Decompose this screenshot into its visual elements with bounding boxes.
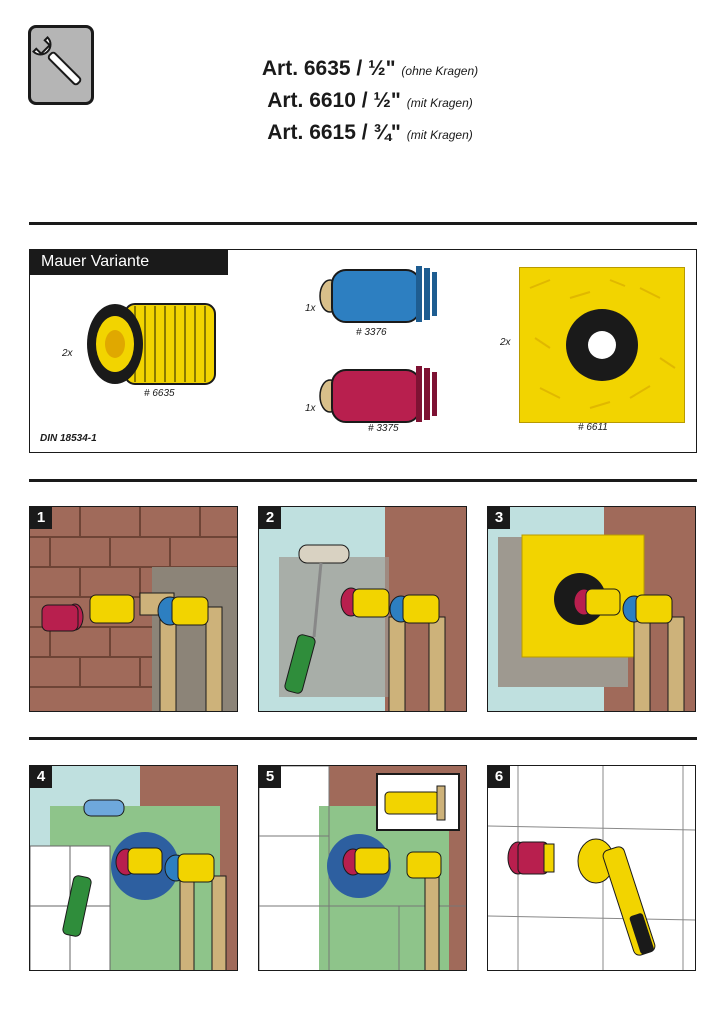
step-2-panel: 2 <box>258 506 467 712</box>
red-cap-illustration <box>316 362 446 431</box>
blue-cap-illustration <box>316 262 446 331</box>
step-number: 3 <box>488 507 510 529</box>
article-line: Art. 6635 / ½" (ohne Kragen) <box>261 57 479 80</box>
part-code: # 3376 <box>356 327 387 338</box>
divider <box>29 222 697 225</box>
step-3-panel: 3 <box>487 506 696 712</box>
article-line: Art. 6615 / ¾" (mit Kragen) <box>267 121 473 144</box>
step-number: 1 <box>30 507 52 529</box>
article-titles: Art. 6635 / ½" (ohne Kragen) Art. 6610 /… <box>160 54 580 150</box>
wrench-icon <box>28 25 94 105</box>
step-number: 2 <box>259 507 281 529</box>
part-code: # 6611 <box>578 422 608 433</box>
parts-panel <box>29 249 697 453</box>
part-code: # 3375 <box>368 423 399 434</box>
step-number: 6 <box>488 766 510 788</box>
step-1-panel: 1 <box>29 506 238 712</box>
sealing-collar-illustration <box>519 267 685 423</box>
step-5-panel: 5 <box>258 765 467 971</box>
article-line: Art. 6610 / ½" (mit Kragen) <box>267 89 473 112</box>
step-4-panel: 4 <box>29 765 238 971</box>
qty-label: 2x <box>62 348 73 359</box>
norm-label: DIN 18534-1 <box>40 433 97 444</box>
step-number: 5 <box>259 766 281 788</box>
qty-label: 1x <box>305 303 316 314</box>
step-6-panel: 6 <box>487 765 696 971</box>
part-code: # 6635 <box>144 388 175 399</box>
sleeve-illustration <box>85 296 225 401</box>
step-number: 4 <box>30 766 52 788</box>
parts-title: Mauer Variante <box>29 249 228 275</box>
qty-label: 2x <box>500 337 511 348</box>
qty-label: 1x <box>305 403 316 414</box>
divider <box>29 479 697 482</box>
divider <box>29 737 697 740</box>
